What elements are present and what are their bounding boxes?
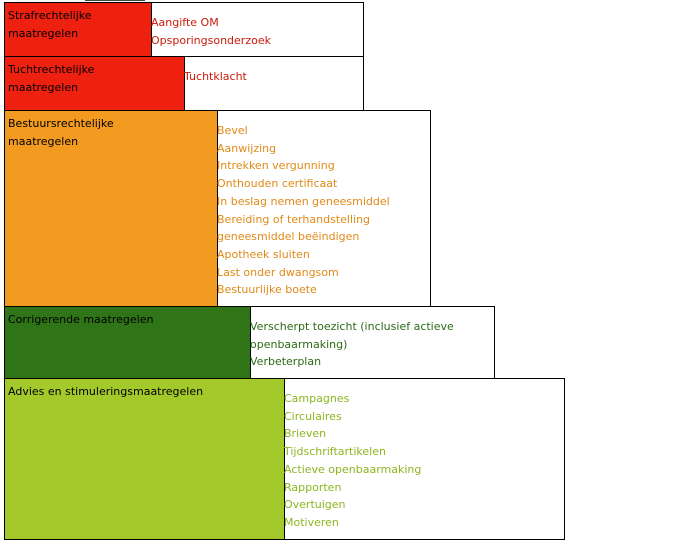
list-item: Verscherpt toezicht (inclusief actieve o… (250, 320, 454, 351)
list-item: Rapporten (284, 480, 342, 494)
tier-corrigerend-label: Corrigerende maatregelen (4, 306, 251, 379)
tier-strafrechtelijk-label: Strafrechtelijke maatregelen (4, 2, 152, 57)
list-item: Brieven (284, 427, 327, 441)
list-item: Aangifte OM (151, 16, 219, 29)
list-item: Aanwijzing (217, 141, 277, 155)
list-item: Campagnes (284, 392, 350, 405)
list-item: Opsporingsonderzoek (151, 33, 271, 47)
tier-tuchtrechtelijk-items: Tuchtklacht (184, 68, 247, 86)
list-item: Overtuigen (284, 498, 346, 512)
list-item: Bestuurlijke boete (217, 283, 317, 297)
tier-bestuursrechtelijk-label: Bestuursrechtelijke maatregelen (4, 110, 218, 307)
list-item: Motiveren (284, 515, 339, 529)
list-item: Tijdschriftartikelen (284, 445, 386, 459)
list-item: Verbeterplan (250, 355, 322, 369)
list-item: In beslag nemen geneesmiddel (217, 194, 390, 208)
list-item: geneesmiddel beëindigen (217, 230, 360, 244)
list-item: Intrekken vergunning (217, 159, 335, 173)
list-item: Last onder dwangsom (217, 265, 339, 279)
list-item: Onthouden certificaat (217, 177, 338, 191)
tier-strafrechtelijk-items: Aangifte OM Opsporingsonderzoek (151, 14, 271, 49)
list-item: Apotheek sluiten (217, 247, 310, 261)
list-item: Actieve openbaarmaking (284, 462, 422, 476)
tier-advies-label: Advies en stimuleringsmaatregelen (4, 378, 285, 540)
list-item: Bereiding of terhandstelling (217, 212, 371, 226)
cropped-text-fragment (85, 0, 145, 1)
list-item: Tuchtklacht (184, 70, 247, 83)
list-item: Circulaires (284, 409, 342, 423)
tier-corrigerend-items: Verscherpt toezicht (inclusief actieve o… (250, 318, 480, 371)
list-item: Bevel (217, 124, 248, 137)
tier-tuchtrechtelijk-label: Tuchtrechtelijke maatregelen (4, 56, 185, 111)
